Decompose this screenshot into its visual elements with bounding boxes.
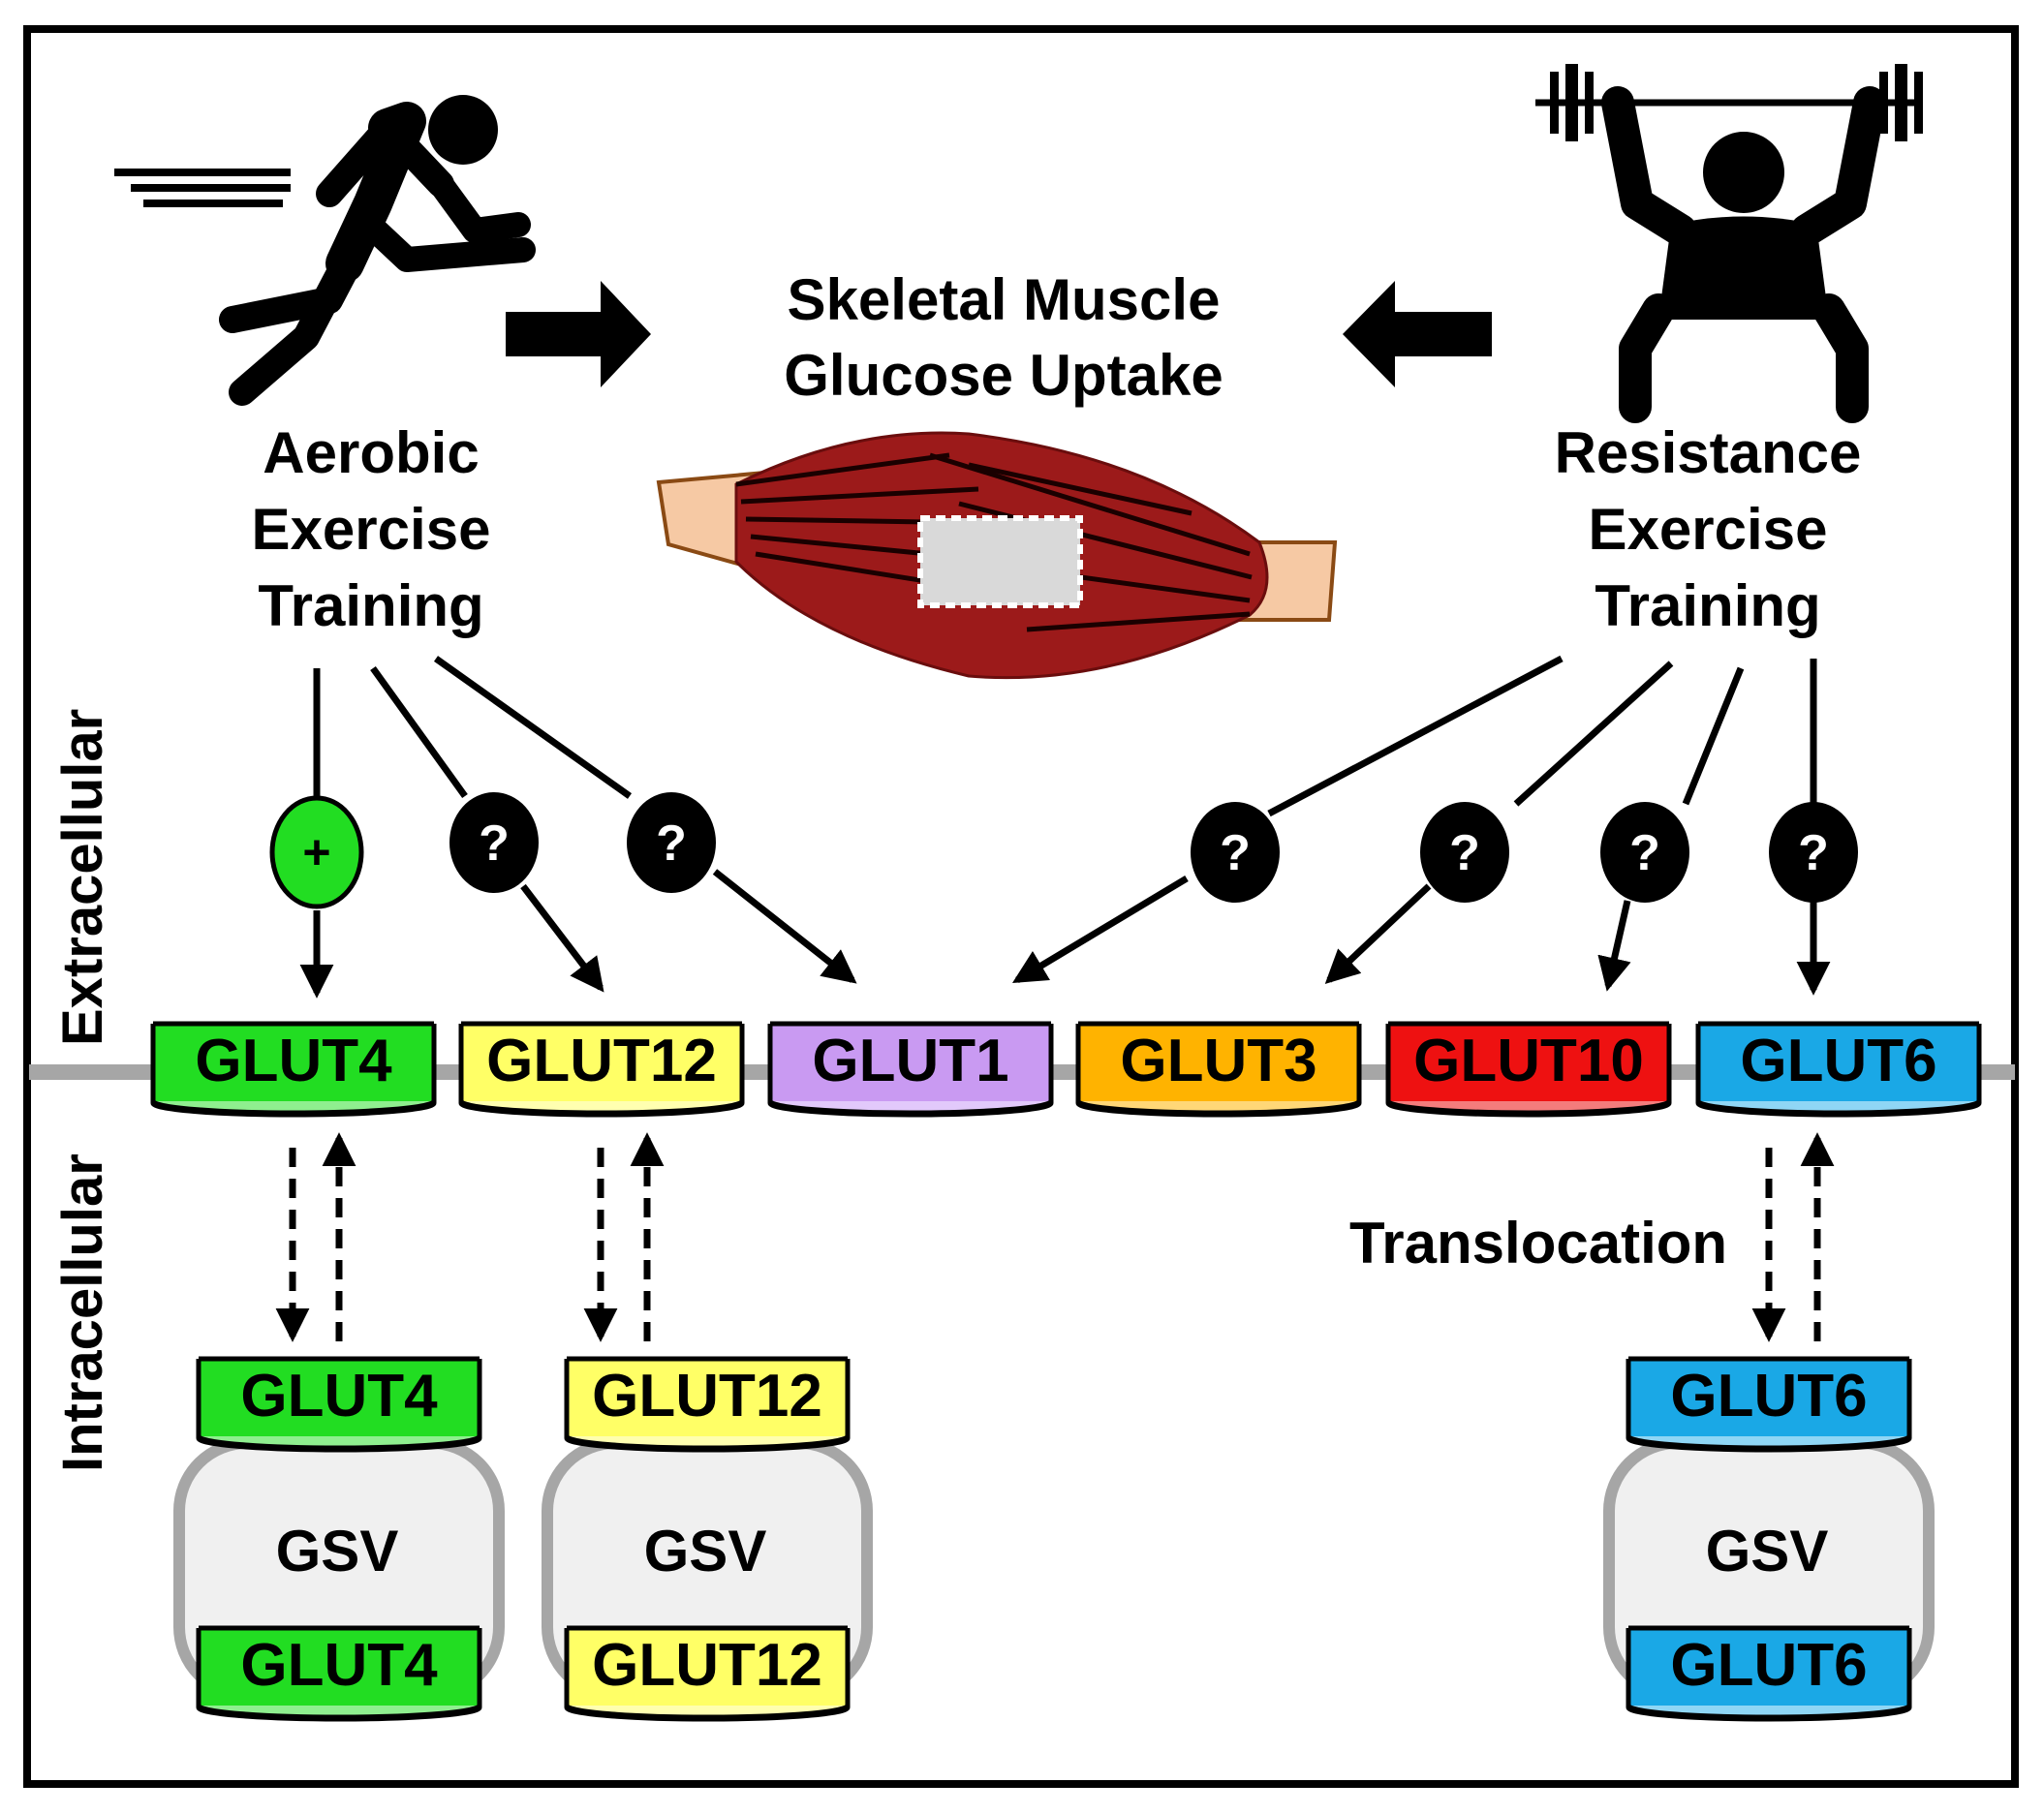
translocation-label: Translocation [1349, 1211, 1727, 1276]
unknown-effect-marker: ? [1600, 802, 1689, 903]
svg-text:?: ? [1798, 825, 1829, 881]
vesicle-transporter-bottom: GLUT6 [1626, 1625, 1912, 1722]
runner-icon [114, 95, 536, 406]
gsv-label: GSV [644, 1519, 767, 1583]
transporter-label: GLUT10 [1413, 1028, 1644, 1094]
transporter-label: GLUT6 [1670, 1363, 1867, 1430]
aerobic-line-1: Aerobic [263, 420, 479, 485]
gsv-label: GSV [276, 1519, 399, 1583]
transporter-label: GLUT3 [1120, 1028, 1316, 1094]
weightlifter-icon [1535, 64, 1923, 423]
block-arrow-left [1343, 281, 1492, 387]
svg-text:?: ? [1449, 825, 1480, 881]
transporter-label: GLUT1 [812, 1028, 1008, 1094]
svg-text:?: ? [656, 815, 687, 872]
unknown-effect-marker: ? [1420, 802, 1509, 903]
extracellular-label: Extracellular [51, 709, 114, 1046]
glut-storage-vesicles: GLUT4GLUT4GSVGLUT12GLUT12GSVGLUT6GLUT6GS… [173, 1356, 1935, 1722]
skeletal-muscle-illustration [656, 431, 1338, 680]
svg-text:?: ? [479, 815, 510, 872]
muscle-zoom-box [917, 515, 1083, 608]
title-line-1: Skeletal Muscle [788, 267, 1221, 332]
svg-text:+: + [302, 825, 330, 879]
membrane-transporters: GLUT4 GLUT12 GLUT1 GLUT3 GLUT10 GLUT6 [150, 1021, 1982, 1118]
aerobic-line-2: Exercise [252, 497, 491, 562]
transporter-glut3: GLUT3 [1075, 1021, 1362, 1118]
transporter-label: GLUT4 [240, 1632, 438, 1699]
block-arrow-right [506, 281, 651, 387]
gsv-label: GSV [1706, 1519, 1829, 1583]
resistance-line-3: Training [1595, 573, 1820, 638]
unknown-effect-marker: ? [449, 792, 539, 893]
unknown-effect-marker: ? [1769, 802, 1858, 903]
aerobic-line-3: Training [258, 573, 483, 638]
transporter-glut6: GLUT6 [1695, 1021, 1982, 1118]
vesicle-transporter-bottom: GLUT4 [196, 1625, 482, 1722]
transporter-glut12: GLUT12 [458, 1021, 745, 1118]
unknown-effect-marker: ? [627, 792, 716, 893]
transporter-label: GLUT6 [1740, 1028, 1936, 1094]
intracellular-label: Intracellular [51, 1153, 114, 1472]
transporter-glut10: GLUT10 [1385, 1021, 1672, 1118]
transporter-label: GLUT12 [592, 1363, 822, 1430]
pathway-arrows [299, 655, 1831, 999]
transporter-label: GLUT4 [195, 1028, 392, 1094]
svg-text:?: ? [1629, 825, 1660, 881]
transporter-glut1: GLUT1 [767, 1021, 1054, 1118]
translocation-arrows [275, 1132, 1835, 1342]
vesicle-transporter-top: GLUT6 [1626, 1356, 1912, 1453]
vesicle-transporter-top: GLUT4 [196, 1356, 482, 1453]
transporter-label: GLUT6 [1670, 1632, 1867, 1699]
positive-effect-marker: + [269, 795, 364, 909]
transporter-label: GLUT12 [592, 1632, 822, 1699]
transporter-label: GLUT4 [240, 1363, 438, 1430]
svg-text:?: ? [1220, 825, 1251, 881]
title-line-2: Glucose Uptake [784, 343, 1223, 408]
transporter-glut4: GLUT4 [150, 1021, 437, 1118]
unknown-effect-marker: ? [1191, 802, 1280, 903]
vesicle-transporter-top: GLUT12 [564, 1356, 851, 1453]
resistance-line-1: Resistance [1555, 420, 1862, 485]
transporter-label: GLUT12 [486, 1028, 717, 1094]
vesicle-transporter-bottom: GLUT12 [564, 1625, 851, 1722]
resistance-line-2: Exercise [1589, 497, 1828, 562]
